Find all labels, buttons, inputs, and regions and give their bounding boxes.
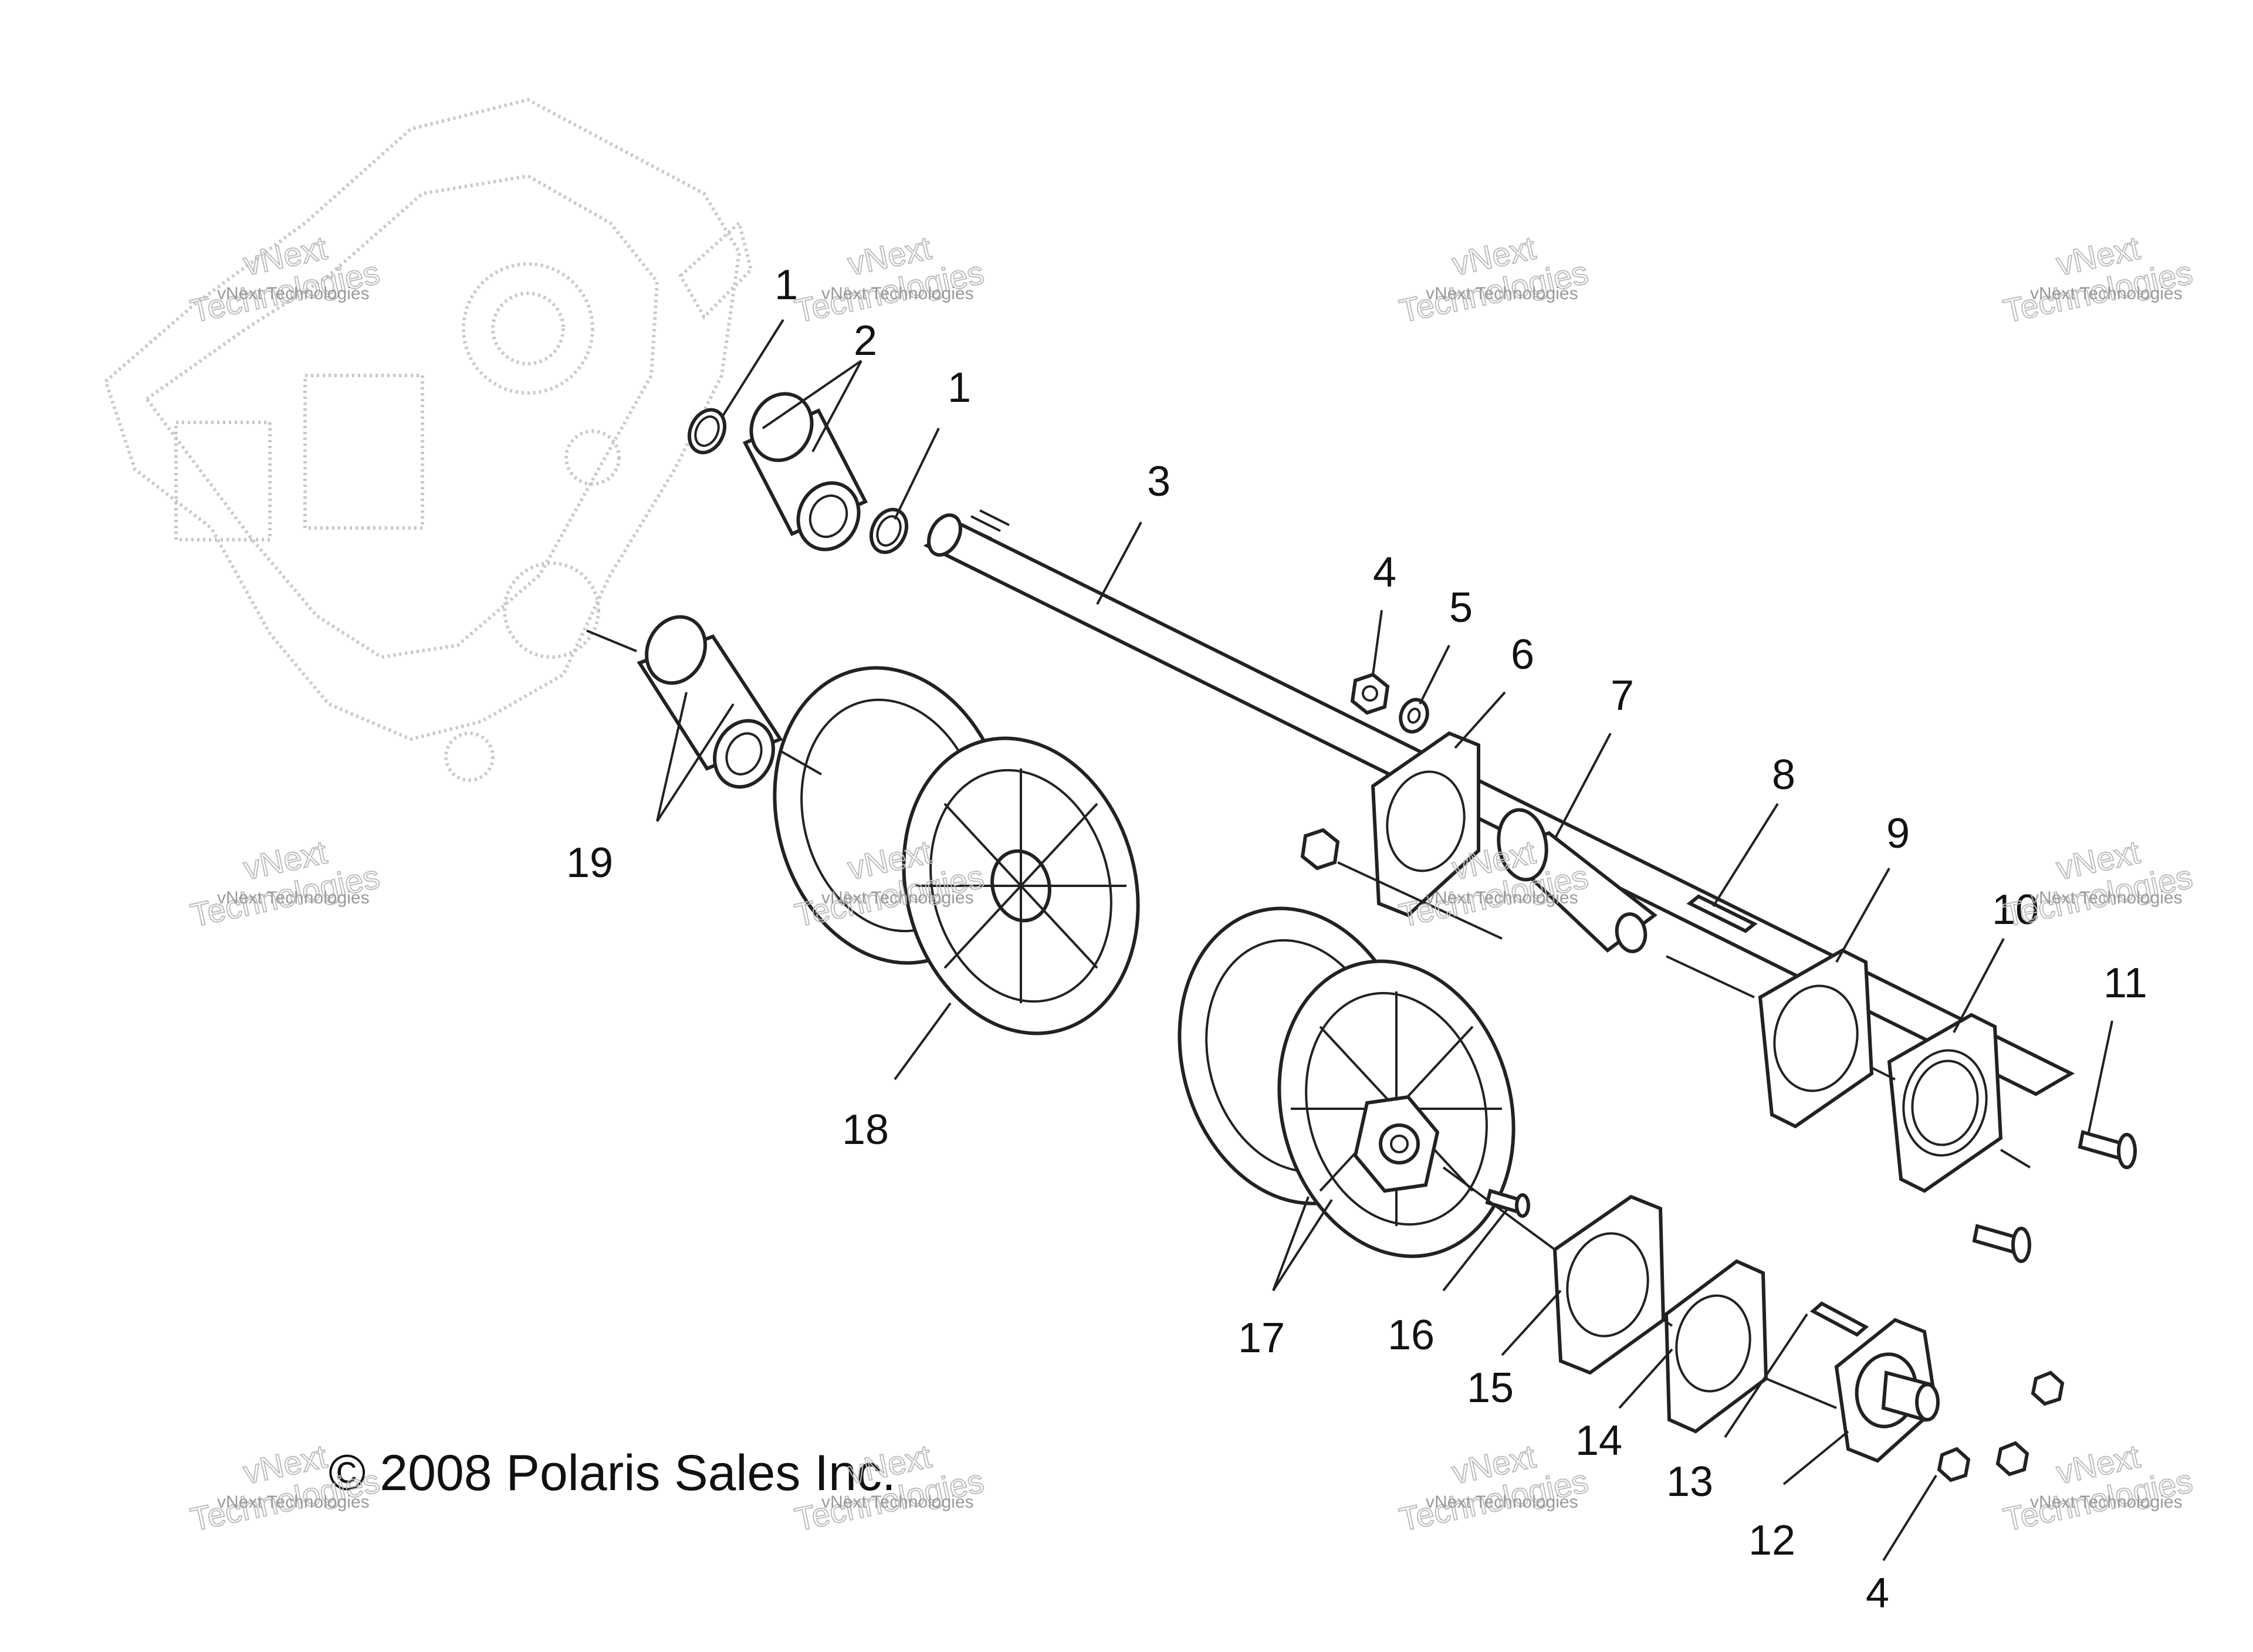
watermark: vNext Technologies vNext Technologies [791,228,987,330]
callout-19: 19 [566,839,613,886]
callout-13: 13 [1666,1458,1713,1505]
seal-plate-10 [1887,1013,2003,1193]
watermark: vNext Technologies vNext Technologies [1395,1437,1592,1538]
callout-6: 6 [1511,631,1534,678]
svg-text:vNext Technologies: vNext Technologies [217,1492,370,1512]
watermark: vNext Technologies vNext Technologies [2000,832,2196,934]
svg-text:vNext Technologies: vNext Technologies [821,284,974,303]
callout-4a: 4 [1373,549,1396,596]
callout-18: 18 [842,1106,889,1153]
copyright-text: © 2008 Polaris Sales Inc. [329,1445,896,1501]
engine-housing [103,97,753,782]
svg-text:vNext Technologies: vNext Technologies [2030,1492,2183,1512]
drive-sprocket-18 [773,666,1140,1035]
svg-text:vNext Technologies: vNext Technologies [821,888,974,908]
gasket-14 [1664,1259,1768,1434]
snap-ring-1b [869,507,909,554]
watermark: vNext Technologies vNext Technologies [187,228,383,330]
bolt-16 [1485,1189,1530,1218]
callout-15: 15 [1467,1365,1514,1411]
watermark: vNext Technologies vNext Technologies [2000,228,2196,330]
nut-4b [1937,1370,2065,1482]
svg-text:vNext Technologies: vNext Technologies [1426,284,1578,303]
stub-shaft-7 [1497,808,1657,953]
svg-text:vNext Technologies: vNext Technologies [2030,888,2183,908]
bearing-plate-9 [1758,948,1874,1129]
watermark: vNext Technologies vNext Technologies [187,832,383,934]
callout-8: 8 [1772,751,1795,798]
key-8 [1686,894,1758,933]
callout-9: 9 [1886,810,1910,857]
callout-4b: 4 [1866,1570,1889,1617]
bearing-plate-15 [1552,1194,1666,1375]
bolt-11 [1972,1130,2137,1263]
callout-7: 7 [1611,672,1634,719]
svg-text:vNext Technologies: vNext Technologies [821,1492,974,1512]
callout-11: 11 [2103,960,2147,1007]
callout-3: 3 [1147,458,1171,505]
snap-ring-1a [687,408,727,455]
svg-text:vNext Technologies: vNext Technologies [217,888,370,908]
svg-text:vNext Technologies: vNext Technologies [217,284,370,303]
callout-12: 12 [1748,1517,1795,1564]
bearing-sleeve-19 [637,615,783,789]
svg-text:vNext Technologies: vNext Technologies [2030,284,2183,303]
callout-5: 5 [1449,584,1473,631]
callout-numbers: 1 2 1 3 4 5 6 7 8 9 10 11 19 18 17 16 15… [566,262,2147,1617]
nut-4a [1300,672,1390,871]
assembly-lines [586,629,2031,1409]
drive-shaft-3 [923,509,2075,1096]
bearing-cap-12 [1834,1318,1940,1463]
bearing-sleeve-2 [742,392,868,551]
callout-1b: 1 [948,364,971,411]
drive-sprocket-17 [1178,906,1515,1258]
callout-10: 10 [1992,886,2039,933]
callout-16: 16 [1388,1312,1435,1359]
callout-14: 14 [1575,1417,1622,1464]
callout-2: 2 [854,317,877,364]
flange-plate-6 [1371,731,1480,918]
callout-17: 17 [1238,1315,1285,1362]
key-13 [1809,1301,1869,1337]
svg-text:vNext Technologies: vNext Technologies [1426,888,1578,908]
watermark: vNext Technologies vNext Technologies [1395,228,1592,330]
watermark: vNext Technologies vNext Technologies [2000,1437,2196,1538]
svg-text:vNext Technologies: vNext Technologies [1426,1492,1578,1512]
callout-1a: 1 [774,262,798,309]
callout-leaders [656,319,2113,1562]
washer-5 [1399,698,1429,734]
